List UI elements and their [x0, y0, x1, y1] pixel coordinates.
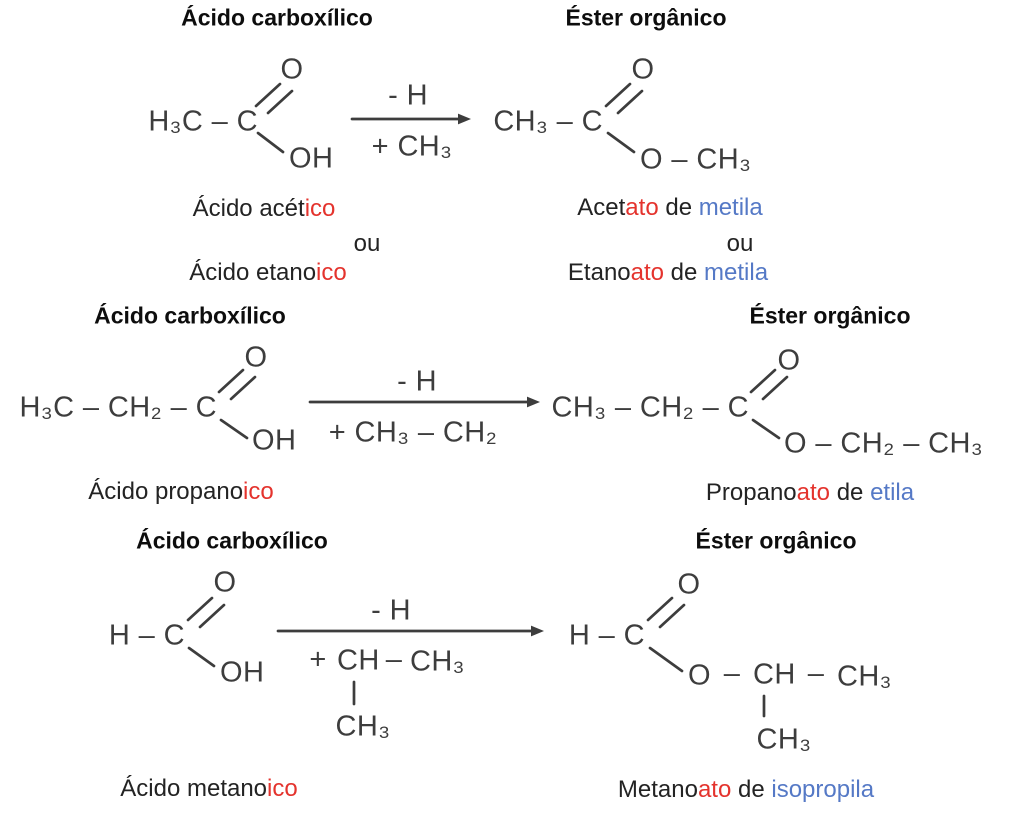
r1-ester-name-1-base: Acet [577, 194, 626, 221]
r3-reagent-plus-sign: + [309, 643, 327, 676]
r2-ester-title: Éster orgânico [749, 302, 911, 329]
r3-ester-double-bond-line-2 [658, 603, 686, 629]
r2-acid-name: Ácido propanoico [88, 480, 273, 504]
r3-acid-double-bond-line-2 [198, 603, 226, 629]
r1-acid-carbonyl-oxygen: O [280, 53, 304, 86]
r3-ester-title: Éster orgânico [695, 527, 857, 554]
r3-acid-name-suffix: ico [267, 775, 298, 802]
r2-ester-name-de: de [830, 479, 871, 506]
r1-acid-title: Ácido carboxílico [181, 4, 373, 31]
r1-ester-alkoxy-chain: O – CH₃ [640, 143, 752, 176]
r2-acid-carbonyl-oxygen: O [244, 341, 268, 374]
r3-reagent-group-ch: CH [337, 644, 380, 677]
r2-reaction-arrow-head [527, 396, 540, 408]
r1-ester-name-1: Acetato de metila [577, 196, 762, 220]
r1-ester-title: Éster orgânico [565, 4, 727, 31]
r1-acid-single-bond [256, 131, 285, 154]
r1-acid-name-1: Ácido acético [193, 197, 336, 221]
r1-ester-formula-main: CH₃ – C [493, 105, 603, 138]
r1-ester-name-2-de: de [664, 259, 705, 286]
r2-acid-double-bond-line-2 [229, 375, 257, 401]
r2-acid-name-base: Ácido propano [88, 478, 244, 505]
r3-ester-double-bond-line-1 [646, 596, 674, 622]
r1-acid-name-2-base: Ácido etano [189, 259, 317, 286]
r1-ester-name-2-suffix: ato [630, 259, 665, 286]
r1-acid-double-bond-line-1 [254, 82, 282, 108]
r2-acid-formula-main: H₃C – CH₂ – C [19, 391, 217, 424]
r1-ester-double-bond-line-1 [604, 82, 632, 108]
r1-ester-or-label: ou [726, 230, 754, 257]
r3-ester-chain-ch3: CH₃ [837, 660, 892, 693]
r2-arrow-label-bottom: + CH₃ – CH₂ [328, 416, 498, 449]
r2-ester-name-suffix: ato [796, 479, 831, 506]
r1-acid-name-2: Ácido etanoico [189, 261, 346, 285]
r3-ester-name: Metanoato de isopropila [618, 778, 874, 802]
r3-ester-name-suffix: ato [697, 776, 732, 803]
r2-ester-name: Propanoato de etila [706, 481, 914, 505]
r3-ester-name-de: de [731, 776, 772, 803]
r3-acid-carbonyl-oxygen: O [213, 566, 237, 599]
r3-ester-chain-dash-2: – [807, 657, 825, 690]
r2-acid-hydroxyl: OH [252, 424, 297, 457]
r2-ester-single-bond [751, 418, 781, 440]
r1-arrow-label-bottom: + CH₃ [371, 130, 453, 163]
r1-acid-formula-main: H₃C – C [148, 105, 258, 138]
r1-acid-or-label: ou [353, 230, 381, 257]
r3-reagent-dash: – [385, 643, 403, 676]
r2-acid-name-suffix: ico [243, 478, 274, 505]
r3-ester-chain-oxygen: O [688, 659, 711, 692]
r3-ester-formula-main: H – C [568, 619, 645, 652]
r1-ester-name-1-radical: metila [698, 194, 763, 221]
r2-ester-name-base: Propano [705, 479, 797, 506]
r3-reaction-arrow-head [531, 625, 544, 637]
r1-arrow-label-top: - H [388, 79, 428, 112]
r3-acid-single-bond [187, 646, 216, 668]
r2-ester-alkoxy-chain: O – CH₂ – CH₃ [784, 427, 984, 460]
r3-acid-title: Ácido carboxílico [136, 527, 328, 554]
r3-arrow-label-top: - H [371, 594, 411, 627]
r2-acid-title: Ácido carboxílico [94, 302, 286, 329]
r2-ester-double-bond-line-2 [761, 375, 789, 401]
r3-ester-chain-dash-1: – [723, 657, 741, 690]
r2-ester-double-bond-line-1 [749, 368, 777, 394]
r2-ester-carbonyl-oxygen: O [777, 344, 801, 377]
r1-acid-name-1-suffix: ico [304, 195, 336, 222]
r1-ester-name-2-base: Etano [567, 259, 631, 286]
r1-reaction-arrow-head [458, 113, 471, 125]
r1-ester-name-1-suffix: ato [625, 194, 659, 221]
r3-ester-chain-ch: CH [753, 658, 796, 691]
r1-ester-single-bond [606, 131, 636, 154]
r3-ester-carbonyl-oxygen: O [677, 568, 701, 601]
r1-acid-hydroxyl: OH [289, 142, 334, 175]
r1-ester-name-2-radical: metila [704, 259, 769, 286]
r1-ester-double-bond-line-2 [616, 89, 644, 115]
r1-ester-carbonyl-oxygen: O [631, 53, 655, 86]
r3-ester-branch-ch3: CH₃ [756, 723, 812, 756]
r3-acid-formula-main: H – C [108, 619, 185, 652]
r3-ester-name-base: Metano [617, 776, 698, 803]
r3-ester-name-radical: isopropila [771, 776, 875, 803]
r2-ester-name-radical: etila [870, 479, 915, 506]
r1-acid-name-1-base: Ácido acét [192, 195, 305, 222]
r1-acid-name-2-suffix: ico [316, 259, 347, 286]
r1-acid-double-bond-line-2 [266, 89, 294, 115]
r2-ester-formula-main: CH₃ – CH₂ – C [551, 391, 749, 424]
r2-acid-double-bond-line-1 [217, 368, 245, 394]
r3-acid-name-base: Ácido metano [120, 775, 268, 802]
r2-acid-single-bond [219, 418, 249, 440]
r3-reagent-branch-ch3: CH₃ [335, 710, 391, 743]
r3-ester-single-bond [648, 646, 684, 673]
r3-acid-name: Ácido metanoico [120, 777, 297, 801]
r1-ester-name-2: Etanoato de metila [568, 261, 768, 285]
r1-ester-name-1-de: de [658, 194, 699, 221]
r3-acid-hydroxyl: OH [220, 656, 265, 689]
r2-arrow-label-top: - H [397, 365, 437, 398]
r3-acid-double-bond-line-1 [186, 596, 214, 622]
r3-reagent-group-ch3: CH₃ [410, 645, 465, 678]
